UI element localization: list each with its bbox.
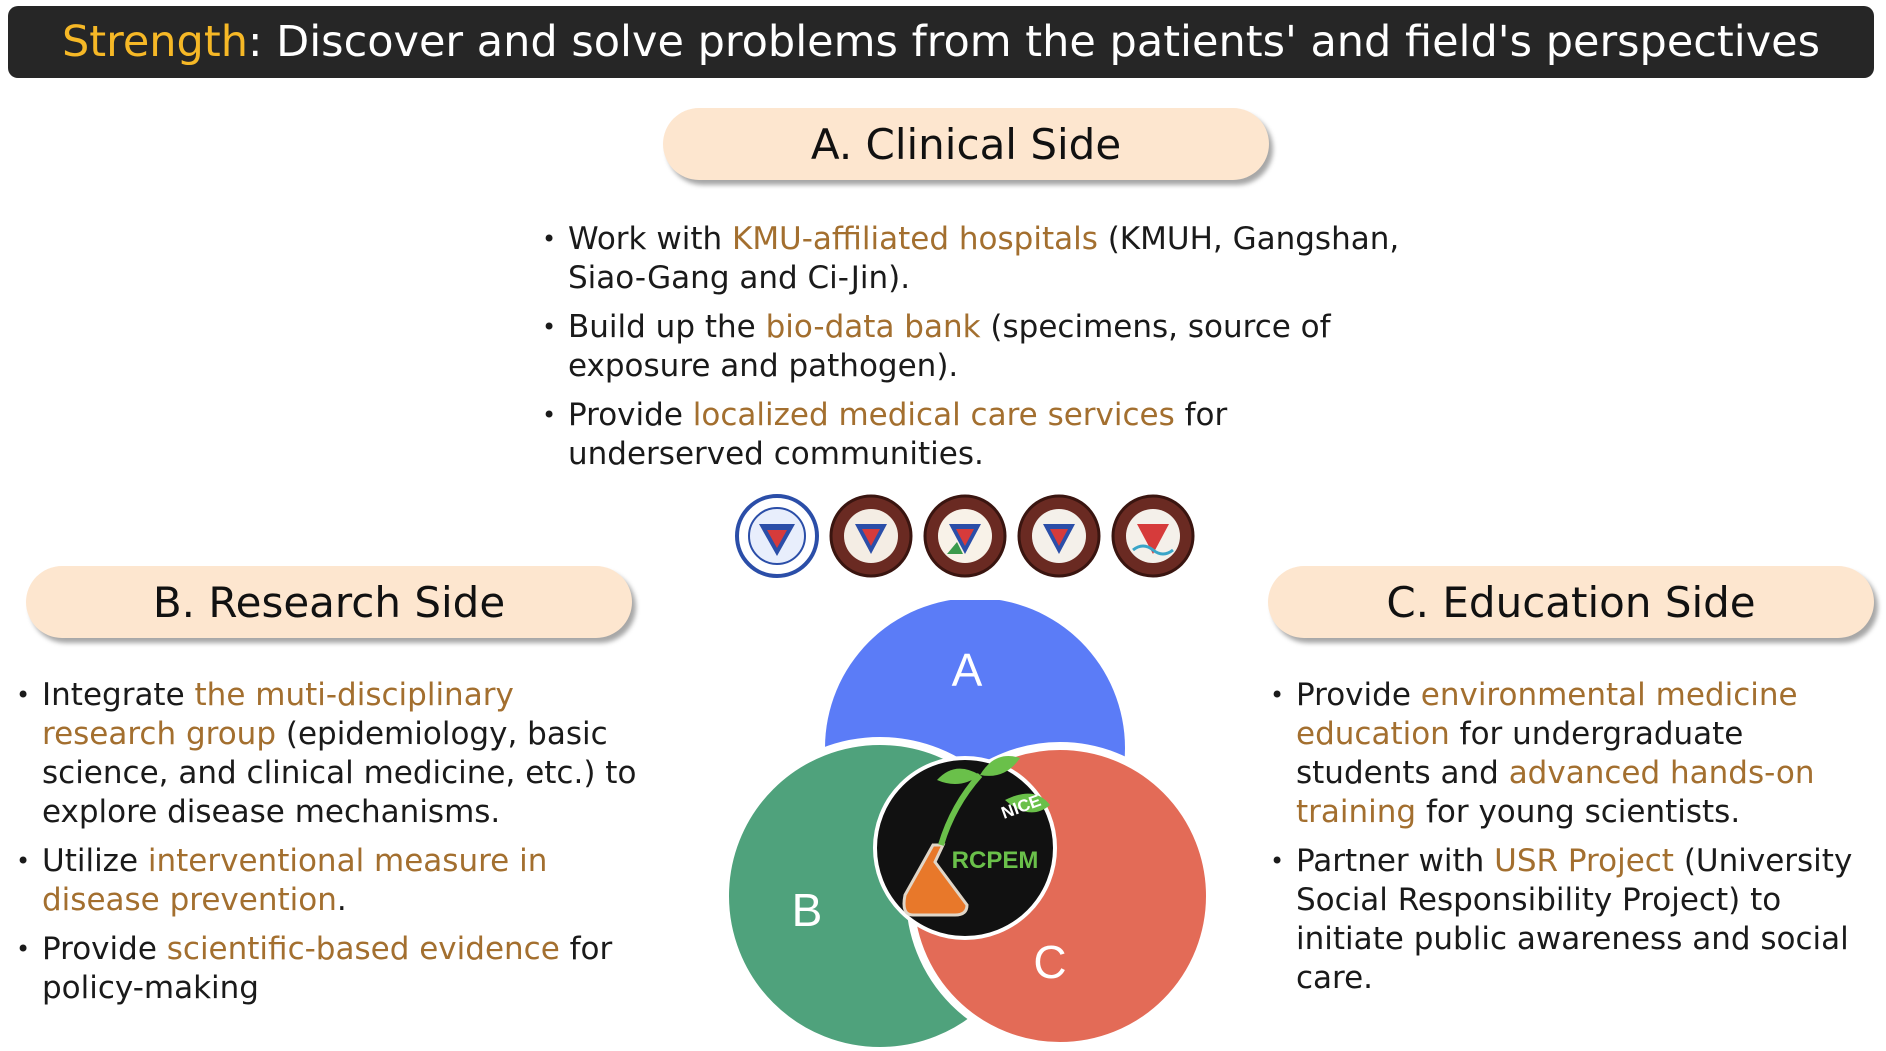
hospital-logos-row <box>735 494 1195 580</box>
hospital-seal-icon <box>923 494 1007 578</box>
hospital-seal-icon <box>1017 494 1101 578</box>
research-bullet: Provide scientific-based evidence for po… <box>16 930 656 1008</box>
research-bullet: Utilize interventional measure in diseas… <box>16 842 656 920</box>
rcpem-logo: NICE RCPEM <box>873 756 1057 940</box>
education-bullets: Provide environmental medicine education… <box>1270 676 1870 1008</box>
research-side-title: B. Research Side <box>26 566 632 638</box>
education-bullet: Partner with USR Project (University Soc… <box>1270 842 1870 998</box>
clinical-side-title: A. Clinical Side <box>663 108 1269 180</box>
clinical-bullet: Work with KMU-affiliated hospitals (KMUH… <box>542 220 1402 298</box>
venn-label-a: A <box>952 644 983 696</box>
clinical-bullets: Work with KMU-affiliated hospitals (KMUH… <box>542 220 1402 484</box>
strength-banner: Strength: Discover and solve problems fr… <box>8 6 1874 78</box>
research-bullets: Integrate the muti-disciplinary research… <box>16 676 656 1018</box>
banner-highlight: Strength <box>61 17 248 67</box>
venn-label-c: C <box>1033 936 1066 988</box>
education-bullet: Provide environmental medicine education… <box>1270 676 1870 832</box>
rcpem-logo-text: RCPEM <box>952 847 1039 874</box>
clinical-bullet: Provide localized medical care services … <box>542 396 1402 474</box>
hospital-seal-icon <box>829 494 913 578</box>
banner-text: : Discover and solve problems from the p… <box>247 17 1821 67</box>
hospital-seal-icon <box>1111 494 1195 578</box>
research-bullet: Integrate the muti-disciplinary research… <box>16 676 656 832</box>
university-seal-icon <box>735 494 819 578</box>
abc-venn-diagram: A B C NICE RCPEM <box>721 600 1214 1051</box>
venn-label-b: B <box>792 884 823 936</box>
education-side-title: C. Education Side <box>1268 566 1874 638</box>
clinical-bullet: Build up the bio-data bank (specimens, s… <box>542 308 1402 386</box>
